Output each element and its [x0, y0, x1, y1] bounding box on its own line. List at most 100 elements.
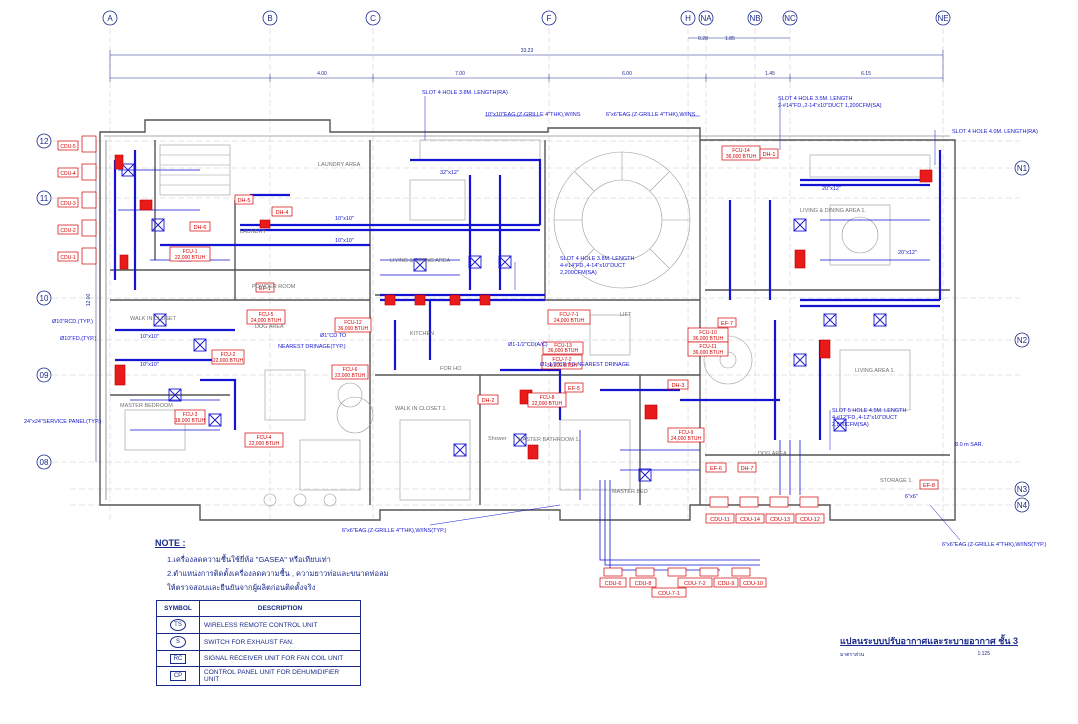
fcu-1-id: FCU-1	[183, 249, 198, 255]
grid-label-nc: NC	[784, 14, 796, 23]
fcu-8-cap: 22,000 BTUH	[532, 401, 563, 407]
dim-615: 6.15	[861, 71, 871, 77]
fcu-4-cap: 22,000 BTUH	[249, 441, 280, 447]
grid-label-f: F	[547, 14, 552, 23]
dh-1-tag: DH-1	[763, 152, 776, 158]
slot-ra-2: SLOT 4 HOLE 4.0M. LENGTH(RA)	[952, 129, 1038, 135]
nearest-drainage-note: NEAREST DRINAGE(TYP.)	[278, 344, 346, 350]
cdu-14-label: CDU-14	[740, 517, 760, 523]
legend-row: TS WIRELESS REMOTE CONTROL UNIT	[156, 616, 361, 634]
grid-label-nb: NB	[749, 14, 760, 23]
notes-line-2: 2.ตำแหน่งการติดตั้งเครื่องลดความชื้น , ค…	[167, 569, 389, 578]
grid-label-09: 09	[40, 371, 49, 380]
fcu-11-cap: 36,000 BTUH	[693, 350, 724, 356]
fcu-1-cap: 22,000 BTUH	[175, 255, 206, 261]
drawing-title: แปลนระบบปรับอากาศและระบายอากาศ ชั้น 3	[840, 636, 1019, 646]
scale-value: 1:125	[977, 651, 990, 657]
fcu-2-cap: 22,000 BTUH	[213, 358, 244, 364]
dim-700: 7.00	[455, 71, 465, 77]
rcd-note: Ø10"RCD.(TYP.)	[52, 319, 93, 325]
cdu-7-2-label: CDU-7-2	[684, 581, 706, 587]
fcu-7-1-cap: 24,000 BTUH	[554, 318, 585, 324]
grid-label-n4: N4	[1017, 501, 1028, 510]
room-storage: STORAGE 1.	[880, 478, 913, 484]
grid-bubbles-side	[36, 133, 1030, 513]
room-walk-closet: WALK IN CLOSET	[130, 316, 177, 322]
drawing-scale-row: มาตราส่วน 1:125	[840, 651, 990, 659]
dh-6-tag: DH-6	[194, 225, 207, 231]
cdu-2-label: CDU-2	[60, 228, 75, 234]
duct-thin-lines	[118, 169, 930, 571]
grid-label-na: NA	[700, 14, 712, 23]
cdu-3-label: CDU-3	[60, 201, 75, 207]
symbol-legend: SYMBOL DESCRIPTION TS WIRELESS REMOTE CO…	[156, 600, 361, 686]
grid-label-h: H	[685, 14, 691, 23]
dim-total: 33.23	[521, 48, 534, 54]
ductwork	[113, 150, 942, 440]
service-panel-note: 24"x24"SERVICE PANEL(TYP.)	[24, 419, 101, 425]
grid-label-12: 12	[40, 137, 49, 146]
rc-symbol-icon: RC	[170, 653, 186, 664]
room-for-ho: FOR HO	[440, 366, 462, 372]
cdu-8-label: CDU-8	[635, 581, 652, 587]
fcu-3-cap: 18,000 BTUH	[175, 418, 206, 424]
eag-top-1: 10"x10"EAG.(Z-GRILLE 4"THK),W/INS	[485, 112, 581, 118]
fcu-12-id: FCU-12	[344, 320, 362, 326]
cdu-bottom-group: CDU-6 CDU-8 CDU-7-2 CDU-9 CDU-10 CDU-7-1	[599, 567, 767, 598]
legend-row: CP CONTROL PANEL UNIT FOR DEHUMIDIFIER U…	[156, 666, 361, 686]
fcu-8-id: FCU-8	[540, 395, 555, 401]
ef-6-tag: EF-6	[710, 466, 722, 472]
room-laundry: LAUNDRY AREA	[318, 162, 361, 168]
ef-8-tag: EF-8	[923, 483, 935, 489]
room-labels: LAUNDRY AREA LAUNDRY LIVING & DINING ARE…	[120, 162, 913, 495]
ef-7-tag: EF-7	[721, 321, 733, 327]
dim-145: 1.45	[765, 71, 775, 77]
ts-symbol-icon: TS	[170, 619, 186, 631]
slot-mid-c: 2,200CFM(SA)	[560, 270, 597, 276]
ef-1-tag: EF-1	[259, 286, 271, 292]
room-kitchen: KITCHEN	[410, 331, 434, 337]
duct-10x10-c: 10"x10"	[140, 334, 159, 340]
fcu-9-cap: 24,000 BTUH	[671, 436, 702, 442]
duct-10x10-b: 10"x10"	[335, 238, 354, 244]
room-master-bed-2: MASTER BED	[612, 489, 648, 495]
fcu-5-cap: 24,000 BTUH	[251, 318, 282, 324]
fcu-7-2-id: FCU-7-2	[552, 357, 571, 363]
annotations-text: SLOT 4 HOLE 3.8M. LENGTH(RA) 10"x10"EAG.…	[24, 90, 1047, 548]
fcu-tag-boxes	[169, 145, 761, 448]
eag-right-note: 6"x6"EAG.(Z-GRILLE 4"THK),W/INS(TYP.)	[942, 542, 1047, 548]
cdu-1-label: CDU-1	[60, 255, 75, 261]
eag-top-2: 6"x6"EAG.(Z-GRILLE 4"THK),W/INS	[606, 112, 696, 118]
notes-section: NOTE : 1.เครื่องลดความชื้นใช้ยี่ห้อ "GAS…	[155, 538, 415, 596]
architectural-fixtures	[124, 139, 931, 507]
slot-mid-a: SLOT 4 HOLE 3.8M. LENGTH	[560, 256, 635, 262]
slot-sa-1b: 2-#14"FD.,2-14"x10"DUCT 1,200CFM(SA)	[778, 103, 882, 109]
fcu-11-id: FCU-11	[699, 344, 716, 350]
legend-header-row: SYMBOL DESCRIPTION	[156, 600, 361, 617]
legend-desc: WIRELESS REMOTE CONTROL UNIT	[199, 616, 361, 634]
grid-label-n3: N3	[1017, 485, 1028, 494]
fcu-7-2-cap: 36,000 BTUH	[547, 363, 578, 369]
cdu-10-label: CDU-10	[743, 581, 763, 587]
cdu-6-label: CDU-6	[605, 581, 622, 587]
cdu-7-1-label: CDU-7-1	[658, 591, 680, 597]
cdu-9-label: CDU-9	[718, 581, 735, 587]
dh-5-tag: DH-5	[238, 198, 251, 204]
fcu-units	[114, 154, 933, 460]
room-lift: LIFT	[620, 312, 632, 318]
room-laundry-2: LAUNDRY	[240, 229, 267, 235]
grid-label-a: A	[107, 14, 113, 23]
dh-2-tag: DH-2	[482, 398, 495, 404]
grid-label-n1: N1	[1017, 164, 1028, 173]
fcu-13-id: FCU-13	[554, 343, 572, 349]
sar-note: 8.0 m SAR.	[955, 442, 984, 448]
cp-symbol-icon: CP	[170, 671, 186, 681]
legend-desc: SWITCH FOR EXHAUST FAN.	[199, 633, 361, 651]
fcu-3-id: FCU-3	[183, 412, 198, 418]
room-dog: DOG AREA	[255, 324, 284, 330]
diffusers	[121, 163, 887, 482]
legend-row: RC SIGNAL RECEIVER UNIT FOR FAN COIL UNI…	[156, 650, 361, 667]
room-dog-2: DOG AREA	[758, 451, 787, 457]
dim-left: 12.00	[86, 294, 92, 307]
